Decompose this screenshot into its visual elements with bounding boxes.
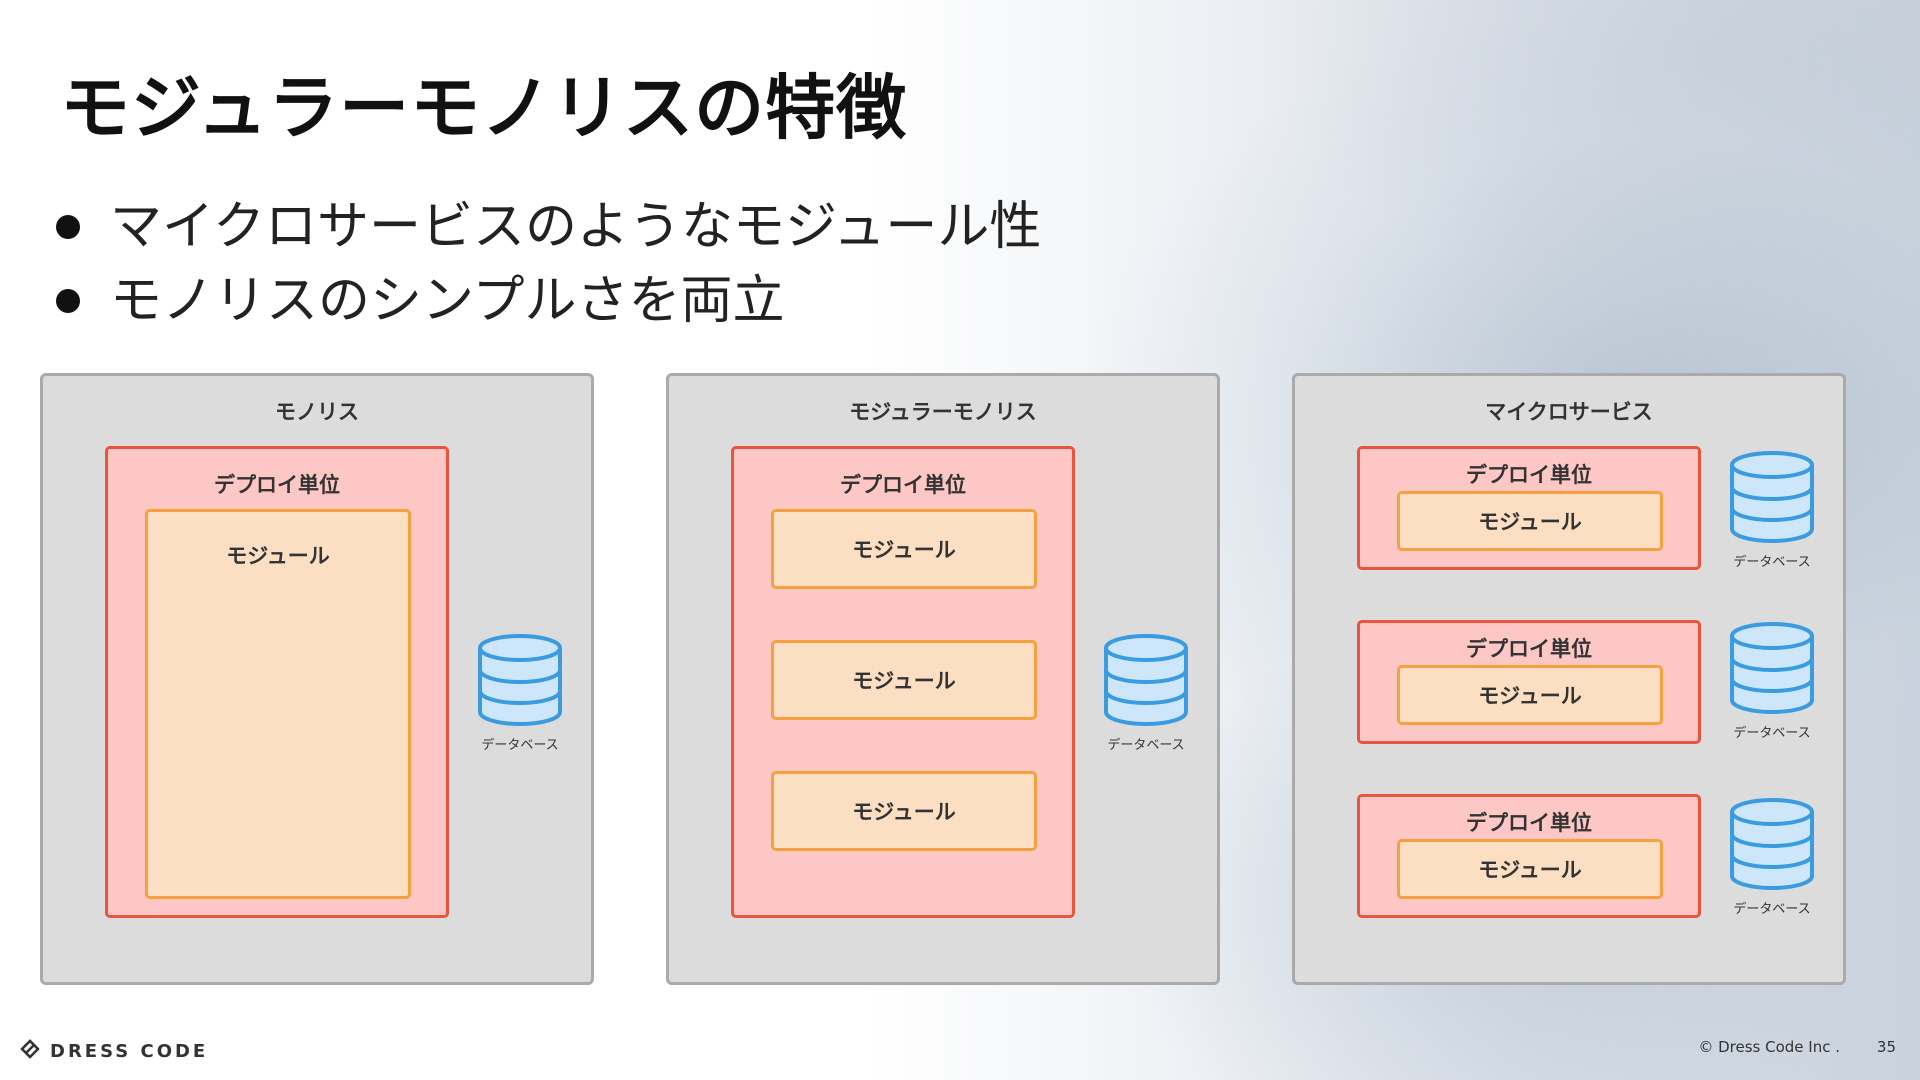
panel-microservices: マイクロサービス デプロイ単位 モジュール データベース デプロイ単位 モジュー… bbox=[1292, 373, 1846, 985]
module-box: モジュール bbox=[771, 771, 1037, 851]
deploy-unit-label: デプロイ単位 bbox=[1466, 637, 1592, 661]
deploy-unit: デプロイ単位 モジュール bbox=[1357, 794, 1701, 918]
module-label: モジュール bbox=[1478, 858, 1582, 882]
module-box: モジュール bbox=[1397, 491, 1663, 551]
bullet-dot-icon bbox=[56, 215, 80, 239]
deploy-unit-label: デプロイ単位 bbox=[214, 473, 340, 497]
bullet-text: モノリスのシンプルさを両立 bbox=[110, 271, 785, 331]
panel-title: モノリス bbox=[275, 400, 359, 424]
bullet-item: マイクロサービスのようなモジュール性 bbox=[52, 190, 1041, 264]
database-label: データベース bbox=[1733, 555, 1811, 570]
database: データベース bbox=[1727, 622, 1817, 741]
module-label: モジュール bbox=[852, 538, 956, 562]
module-box: モジュール bbox=[771, 509, 1037, 589]
deploy-unit: デプロイ単位 モジュール bbox=[1357, 620, 1701, 744]
database-icon bbox=[1727, 451, 1817, 543]
bullet-item: モノリスのシンプルさを両立 bbox=[52, 264, 1041, 338]
deploy-unit-label: デプロイ単位 bbox=[1466, 463, 1592, 487]
database-icon bbox=[1101, 634, 1191, 726]
bullet-list: マイクロサービスのようなモジュール性 モノリスのシンプルさを両立 bbox=[52, 190, 1041, 338]
module-label: モジュール bbox=[1478, 684, 1582, 708]
module-label: モジュール bbox=[1478, 510, 1582, 534]
deploy-unit: デプロイ単位 モジュール bbox=[105, 446, 449, 918]
bullet-dot-icon bbox=[56, 289, 80, 313]
database: データベース bbox=[1101, 634, 1191, 753]
footer-logo: DRESS CODE bbox=[18, 1037, 208, 1065]
deploy-unit-label: デプロイ単位 bbox=[840, 473, 966, 497]
database-icon bbox=[475, 634, 565, 726]
module-box: モジュール bbox=[145, 509, 411, 899]
module-box: モジュール bbox=[1397, 665, 1663, 725]
database-label: データベース bbox=[1733, 902, 1811, 917]
database-icon bbox=[1727, 622, 1817, 714]
module-box: モジュール bbox=[1397, 839, 1663, 899]
panel-title: マイクロサービス bbox=[1485, 400, 1653, 424]
database: データベース bbox=[1727, 798, 1817, 917]
database-icon bbox=[1727, 798, 1817, 890]
slide-title: モジュラーモノリスの特徴 bbox=[60, 67, 908, 149]
module-label: モジュール bbox=[852, 669, 956, 693]
database-label: データベース bbox=[1733, 726, 1811, 741]
deploy-unit: デプロイ単位 モジュール モジュール モジュール bbox=[731, 446, 1075, 918]
database-label: データベース bbox=[481, 738, 559, 753]
logo-text: DRESS CODE bbox=[50, 1040, 209, 1062]
module-box: モジュール bbox=[771, 640, 1037, 720]
dress-code-logo-icon bbox=[18, 1037, 42, 1065]
deploy-unit-label: デプロイ単位 bbox=[1466, 811, 1592, 835]
panel-monolith: モノリス デプロイ単位 モジュール データベース bbox=[40, 373, 594, 985]
panel-title: モジュラーモノリス bbox=[849, 400, 1037, 424]
module-label: モジュール bbox=[852, 800, 956, 824]
copyright: © Dress Code Inc . bbox=[1698, 1038, 1840, 1056]
database: データベース bbox=[475, 634, 565, 753]
panel-modular-monolith: モジュラーモノリス デプロイ単位 モジュール モジュール モジュール データベー… bbox=[666, 373, 1220, 985]
database: データベース bbox=[1727, 451, 1817, 570]
database-label: データベース bbox=[1107, 738, 1185, 753]
deploy-unit: デプロイ単位 モジュール bbox=[1357, 446, 1701, 570]
bullet-text: マイクロサービスのようなモジュール性 bbox=[110, 197, 1042, 257]
page-number: 35 bbox=[1876, 1038, 1896, 1056]
module-label: モジュール bbox=[226, 544, 330, 568]
